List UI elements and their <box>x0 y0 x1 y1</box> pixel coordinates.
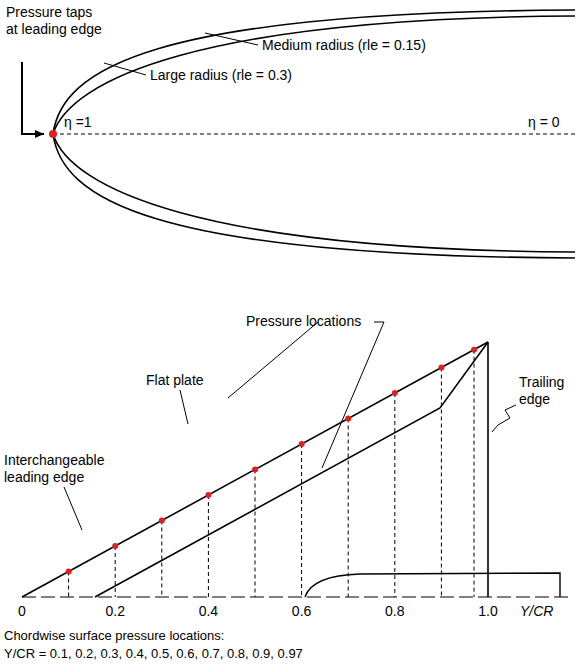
axis-tick: 0.8 <box>385 603 404 620</box>
callout-label: Interchangeable leading edge <box>4 452 126 486</box>
medium-radius-profile <box>53 16 575 252</box>
pressure-station <box>159 518 165 524</box>
note: Chordwise surface pressure locations: <box>4 627 224 644</box>
axis-tick: 0.2 <box>105 603 124 620</box>
callout-label: Medium radius (rle = 0.15) <box>262 37 426 54</box>
leader-line <box>492 405 516 432</box>
flat-plate-edge <box>95 342 488 597</box>
leader-line <box>322 322 384 468</box>
tap-arrow <box>22 62 44 134</box>
pressure-station <box>392 390 398 396</box>
pressure-tap <box>49 130 57 138</box>
leader-line <box>180 390 188 424</box>
centerline <box>53 134 578 135</box>
pressure-station <box>66 569 72 575</box>
callout-label: Pressure taps at leading edge <box>6 4 102 38</box>
station-line <box>115 546 116 597</box>
body-outline <box>305 573 560 597</box>
leader-line <box>104 63 146 75</box>
pressure-station <box>112 543 118 549</box>
callout-label: Trailing edge <box>519 374 577 408</box>
callout-label: Flat plate <box>146 372 204 389</box>
axis-tick: 0.4 <box>199 603 218 620</box>
station-line <box>161 521 162 597</box>
pressure-station <box>345 416 351 422</box>
leader-line <box>64 487 82 530</box>
leader-line <box>228 322 318 398</box>
station-line <box>208 495 209 597</box>
station-line <box>255 470 256 597</box>
station-line <box>394 393 395 597</box>
large-radius-profile <box>53 10 575 258</box>
pressure-station <box>299 441 305 447</box>
station-line <box>301 444 302 597</box>
station-line <box>474 350 475 597</box>
leading-edge-line <box>22 342 488 597</box>
callout-label: Pressure locations <box>246 313 361 330</box>
station-label: η = 0 <box>528 114 560 131</box>
axis-title: Y/CR <box>520 603 553 620</box>
station-label: η =1 <box>64 114 92 131</box>
axis-tick: 1.0 <box>478 603 497 620</box>
callout-label: Large radius (rle = 0.3) <box>150 67 292 84</box>
pressure-station <box>438 365 444 371</box>
note: Y/CR = 0.1, 0.2, 0.3, 0.4, 0.5, 0.6, 0.7… <box>4 645 303 662</box>
trailing-edge-line <box>487 342 489 597</box>
axis-tick: 0 <box>18 603 26 620</box>
leader-line <box>205 33 258 45</box>
pressure-station <box>471 347 477 353</box>
station-line <box>68 572 69 597</box>
axis-tick: 0.6 <box>292 603 311 620</box>
station-line <box>348 419 349 597</box>
pressure-station <box>205 492 211 498</box>
pressure-station <box>252 467 258 473</box>
station-line <box>441 368 442 597</box>
